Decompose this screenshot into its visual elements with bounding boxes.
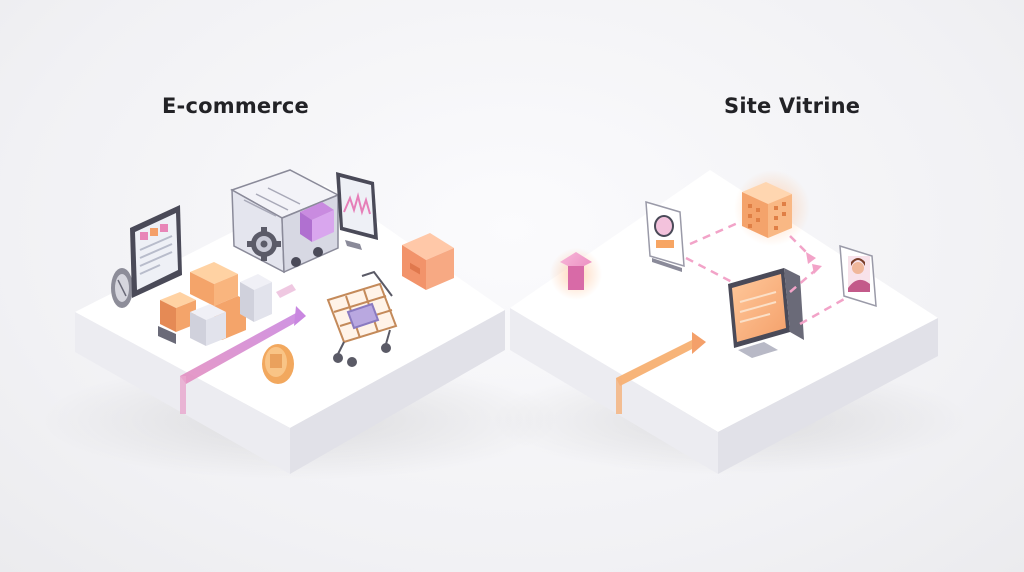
building-icon [734,170,810,246]
photo-frame-icon [645,200,685,272]
coin-icon [262,344,294,384]
right-platform [490,170,970,475]
shopping-cart-icon [326,270,398,367]
user-profile-icon [839,244,877,308]
server-icon [230,169,340,274]
package-icon [402,233,454,290]
tablet-icon [336,172,378,250]
connector-lines [685,220,847,326]
flow-arrow-icon [180,284,306,414]
monitor-icon [728,268,804,358]
left-platform [40,185,560,480]
title-site-vitrine: Site Vitrine [724,94,861,118]
gear-icon [247,227,281,261]
flow-arrow-icon [616,332,706,414]
pin-icon [550,248,602,300]
boxes-icon [158,262,272,346]
shield-icon [111,268,133,308]
title-ecommerce: E-commerce [162,94,309,118]
monitor-icon [130,205,182,298]
